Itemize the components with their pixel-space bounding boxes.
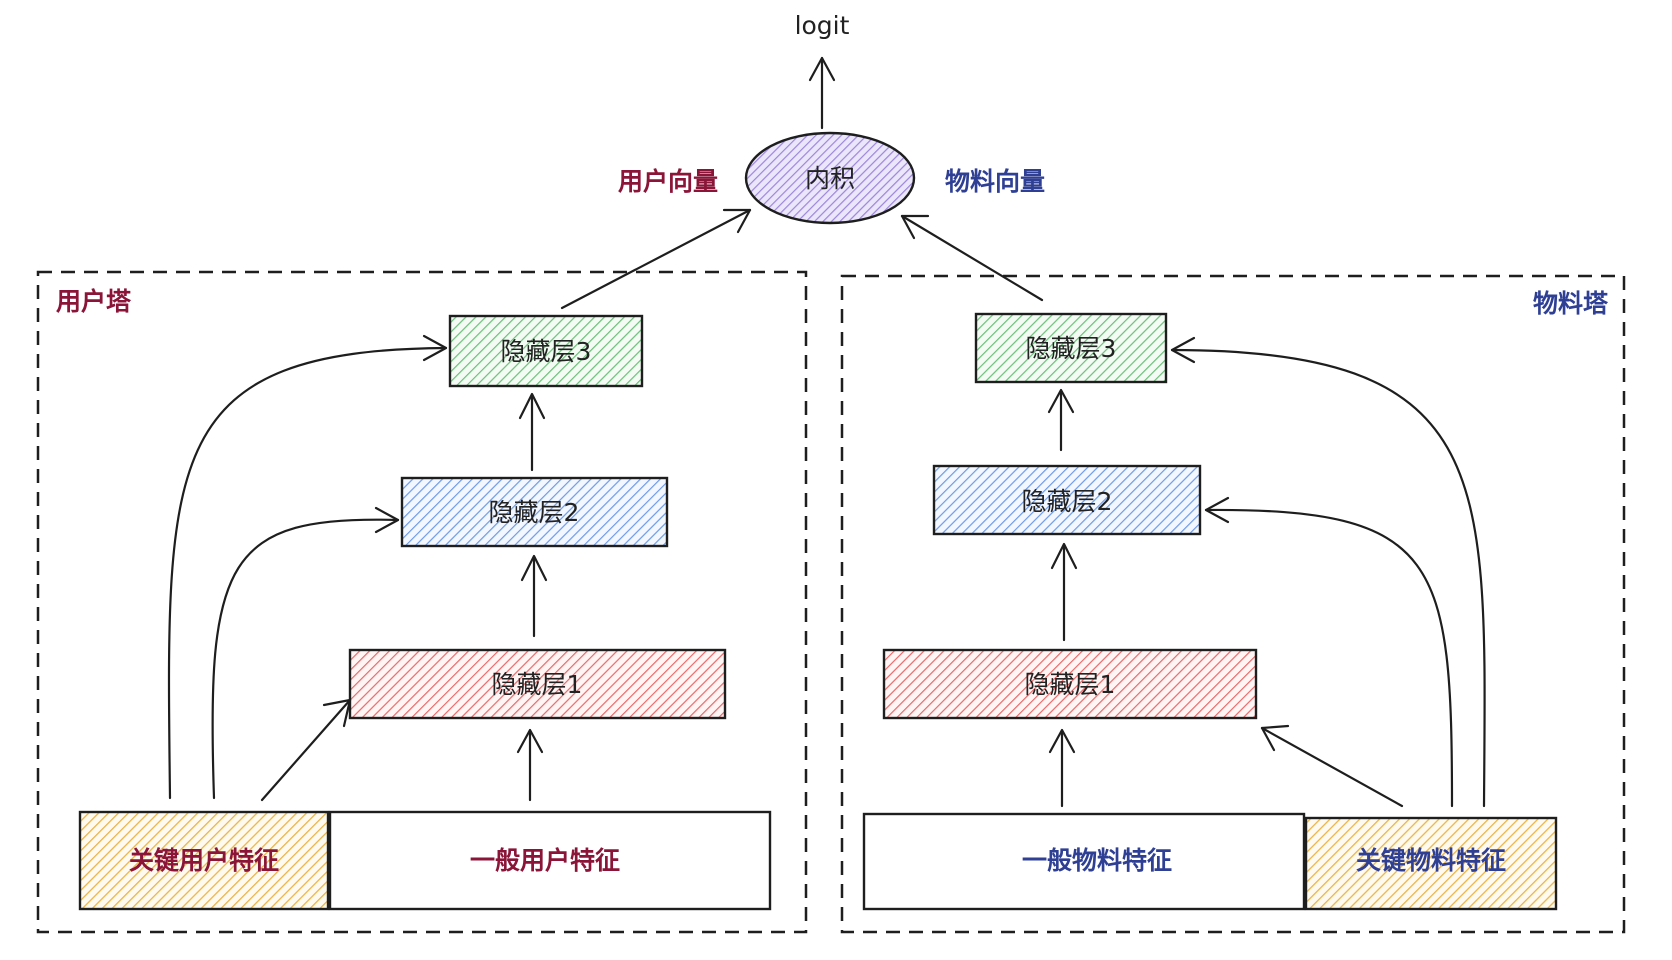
item-hidden-layer-3 — [974, 312, 1168, 384]
user-flow-arrows — [167, 208, 752, 802]
user-hidden-layer-2 — [400, 476, 669, 548]
item-general-features-label: 一般物料特征 — [1022, 846, 1172, 875]
user-hidden-layer-3 — [448, 314, 644, 388]
item-tower-container — [840, 274, 1626, 934]
user-general-features-box — [328, 810, 772, 911]
user-key-features-box — [78, 810, 330, 911]
item-hidden-layer-3-label: 隐藏层3 — [1026, 334, 1117, 363]
item-flow-arrows — [900, 214, 1486, 808]
user-vector-label: 用户向量 — [618, 167, 718, 196]
item-hidden-layer-2 — [932, 464, 1202, 536]
item-tower-title: 物料塔 — [1533, 289, 1609, 318]
inner-product-node — [744, 131, 916, 225]
item-vector-label: 物料向量 — [945, 167, 1045, 196]
inner-product-label: 内积 — [805, 164, 855, 193]
item-hidden-layer-2-label: 隐藏层2 — [1022, 487, 1113, 516]
item-key-features-box — [1304, 816, 1558, 911]
user-tower-title: 用户塔 — [56, 287, 132, 316]
logit-arrow — [808, 56, 836, 130]
item-hidden-layer-1-label: 隐藏层1 — [1025, 670, 1116, 699]
user-hidden-layer-2-label: 隐藏层2 — [489, 498, 580, 527]
logit-label: logit — [795, 11, 850, 40]
item-key-features-label: 关键物料特征 — [1356, 846, 1506, 875]
user-hidden-layer-1-label: 隐藏层1 — [492, 670, 583, 699]
item-general-features-box — [862, 812, 1306, 911]
item-hidden-layer-1 — [882, 648, 1258, 720]
user-hidden-layer-1 — [348, 648, 727, 720]
user-hidden-layer-3-label: 隐藏层3 — [501, 337, 592, 366]
user-general-features-label: 一般用户特征 — [470, 846, 620, 875]
user-key-features-label: 关键用户特征 — [129, 846, 279, 875]
